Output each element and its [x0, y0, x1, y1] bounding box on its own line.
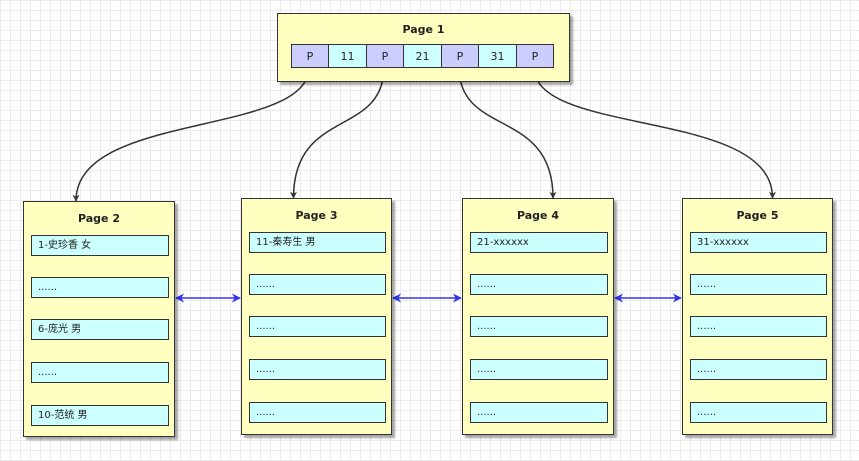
record-row: ......: [249, 316, 386, 337]
page-title: Page 3: [295, 209, 338, 222]
record-row: ......: [470, 274, 608, 295]
child-pointer-cell: P: [291, 44, 329, 68]
tree-link-arrow: [72, 66, 310, 202]
record-row: ......: [690, 274, 827, 295]
record-row: ......: [470, 402, 608, 423]
child-pointer-cell: P: [516, 44, 554, 68]
page-title: Page 2: [77, 212, 120, 225]
page-title: Page 1: [402, 23, 445, 36]
record-row: ......: [690, 316, 827, 337]
record-row: ......: [690, 402, 827, 423]
record-row: ......: [249, 274, 386, 295]
record-row: 11-秦寿生 男: [249, 232, 386, 253]
key-cell: 21: [403, 44, 442, 68]
page-title: Page 5: [736, 209, 779, 222]
record-row: 21-xxxxxx: [470, 232, 608, 253]
record-row: 1-史珍香 女: [31, 235, 169, 256]
record-row: ......: [690, 359, 827, 380]
key-cell: 31: [478, 44, 517, 68]
key-cell: 11: [328, 44, 367, 68]
tree-link-arrow: [458, 66, 557, 199]
record-row: ......: [470, 316, 608, 337]
leaf-page: Page 3 11-秦寿生 男........................: [241, 198, 392, 435]
page-title: Page 4: [516, 209, 559, 222]
record-row: ......: [31, 277, 169, 298]
record-row: ......: [249, 402, 386, 423]
leaf-page: Page 4 21-xxxxxx........................: [462, 198, 614, 435]
child-pointer-cell: P: [366, 44, 404, 68]
tree-link-arrow: [290, 66, 385, 199]
record-row: ......: [249, 359, 386, 380]
child-pointer-cell: P: [441, 44, 479, 68]
leaf-page: Page 2 1-史珍香 女...... 6-庞光 男...... 10-范统 男: [23, 201, 175, 437]
record-row: 6-庞光 男: [31, 319, 169, 340]
record-row: 31-xxxxxx: [690, 232, 827, 253]
record-row: ......: [31, 362, 169, 383]
leaf-page: Page 5 31-xxxxxx........................: [682, 198, 833, 435]
record-row: 10-范统 男: [31, 405, 169, 426]
tree-link-arrow: [533, 66, 776, 199]
record-row: ......: [470, 359, 608, 380]
